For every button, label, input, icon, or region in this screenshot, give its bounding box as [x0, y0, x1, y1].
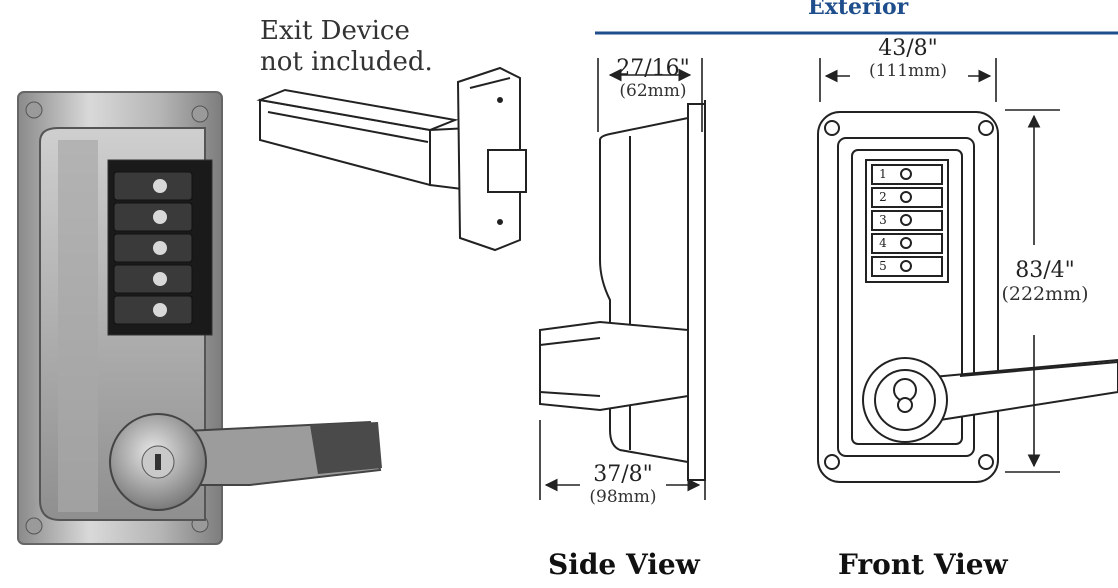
lock-photo [17, 91, 382, 545]
side-view-drawing [539, 100, 706, 481]
exit-device-drawing [256, 66, 527, 252]
side-top-dimension: 27/16" (62mm) [610, 56, 696, 101]
keypad-label: 5 [879, 259, 887, 273]
dimension-metric: (62mm) [619, 81, 687, 101]
keypad-label: 1 [879, 167, 887, 181]
dimension-metric: (222mm) [1001, 283, 1089, 305]
keypad-label: 2 [879, 190, 887, 204]
keypad-label: 3 [879, 213, 887, 227]
side-bottom-dimension: 37/8" (98mm) [575, 462, 671, 507]
dimension-value: 43/8" [878, 36, 938, 61]
dimension-value: 27/16" [616, 56, 690, 81]
dimension-value: 83/4" [1015, 258, 1075, 283]
exterior-heading: Exterior [808, 0, 909, 20]
front-keypad-labels: 1 2 3 4 5 [875, 163, 891, 278]
front-width-dimension: 43/8" (111mm) [852, 36, 964, 81]
front-view-drawing [817, 111, 1118, 483]
front-height-dimension: 83/4" (222mm) [995, 258, 1095, 305]
front-view-title: Front View [838, 548, 1008, 581]
side-view-title: Side View [548, 548, 700, 581]
note-line-1: Exit Device [260, 16, 410, 46]
keypad-label: 4 [879, 236, 887, 250]
exit-device-note: Exit Device not included. [260, 16, 433, 78]
dimension-metric: (111mm) [869, 61, 947, 81]
dimension-metric: (98mm) [589, 487, 657, 507]
dimension-value: 37/8" [593, 462, 653, 487]
note-line-2: not included. [260, 47, 433, 77]
